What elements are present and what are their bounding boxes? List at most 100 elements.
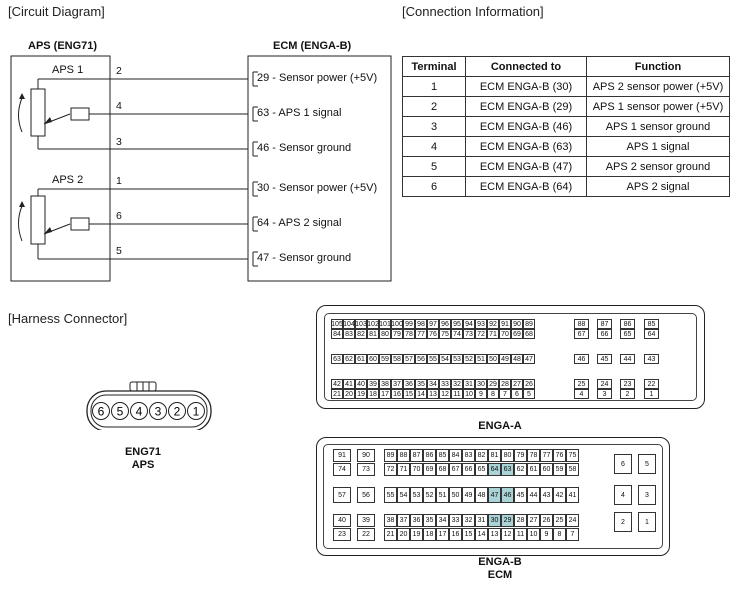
enga-a-pin-22: 22: [644, 379, 659, 389]
aps2-resistor: [70, 217, 90, 231]
col-function: Function: [586, 56, 730, 77]
eng71-pin-2: [168, 402, 186, 420]
enga-b-pin-81: 81: [488, 449, 501, 462]
ecm-line-29: 29 - Sensor power (+5V): [257, 72, 378, 84]
enga-a-pin-39: 39: [367, 379, 379, 389]
enga-b-row: 91: [333, 449, 351, 462]
enga-a-pin-3: 3: [597, 389, 612, 399]
enga-b-caption-name: ECM: [487, 569, 513, 581]
enga-b-pin-8: 8: [553, 528, 566, 541]
enga-b-pin-38: 38: [384, 514, 397, 527]
enga-b-pin-12: 12: [501, 528, 514, 541]
cell-function: APS 2 signal: [586, 176, 730, 197]
aps1-resistor: [70, 107, 90, 121]
enga-b-pin-61: 61: [527, 463, 540, 476]
circuit-diagram: [10, 55, 392, 282]
enga-b-pin-48: 48: [475, 487, 488, 503]
ecm-line-64: 64 - APS 2 signal: [257, 217, 342, 229]
enga-b-pin-64: 64: [488, 463, 501, 476]
enga-a-pin-54: 54: [439, 354, 451, 364]
enga-a-pin-91: 91: [499, 319, 511, 329]
enga-a-pin-47: 47: [523, 354, 535, 364]
aps1-arrowhead: [19, 93, 25, 99]
enga-a-pin-36: 36: [403, 379, 415, 389]
enga-b-row: 40: [333, 514, 351, 527]
enga-b-inner: [323, 444, 663, 549]
enga-b-pin-44: 44: [527, 487, 540, 503]
enga-a-pin-44: 44: [620, 354, 635, 364]
enga-a-pin-103: 103: [355, 319, 367, 329]
enga-a-row: 87: [597, 319, 612, 329]
enga-a-row: 64: [644, 329, 659, 339]
aps-pin-4: 4: [116, 100, 122, 112]
col-connected-to: Connected to: [465, 56, 587, 77]
enga-a-pin-82: 82: [355, 329, 367, 339]
enga-b-pin-42: 42: [553, 487, 566, 503]
enga-b-pin-37: 37: [397, 514, 410, 527]
enga-a-pin-79: 79: [391, 329, 403, 339]
enga-a-row: 25: [574, 379, 589, 389]
enga-b-pin-85: 85: [436, 449, 449, 462]
cell-connected-to: ECM ENGA-B (29): [465, 96, 587, 117]
enga-a-row: 67: [574, 329, 589, 339]
enga-b-pin-60: 60: [540, 463, 553, 476]
enga-a-pin-53: 53: [451, 354, 463, 364]
enga-b-pin-32: 32: [462, 514, 475, 527]
enga-a-pin-93: 93: [475, 319, 487, 329]
enga-b-pin-43: 43: [540, 487, 553, 503]
enga-a-pin-24: 24: [597, 379, 612, 389]
col-terminal: Terminal: [402, 56, 466, 77]
enga-a-pin-33: 33: [439, 379, 451, 389]
enga-a-row: 86: [620, 319, 635, 329]
enga-a-pin-87: 87: [597, 319, 612, 329]
harness-connector-title: [Harness Connector]: [8, 311, 128, 326]
enga-b-pin-78: 78: [527, 449, 540, 462]
aps-header: APS (ENG71): [28, 40, 98, 52]
cell-terminal: 1: [402, 76, 466, 97]
eng71-pin-label: 6: [98, 405, 105, 419]
enga-a-pin-72: 72: [475, 329, 487, 339]
enga-a-inner: [324, 313, 697, 401]
enga-a-row: 1: [644, 389, 659, 399]
enga-a-pin-8: 8: [487, 389, 499, 399]
enga-b-pin-68: 68: [436, 463, 449, 476]
cell-connected-to: ECM ENGA-B (64): [465, 176, 587, 197]
cell-connected-to: ECM ENGA-B (46): [465, 116, 587, 137]
ecm-line-63: 63 - APS 1 signal: [257, 107, 342, 119]
enga-b-pin-29: 29: [501, 514, 514, 527]
enga-a-row: 2: [620, 389, 635, 399]
enga-a-pin-88: 88: [574, 319, 589, 329]
enga-a-pin-32: 32: [451, 379, 463, 389]
enga-a-pin-42: 42: [331, 379, 343, 389]
cell-terminal: 3: [402, 116, 466, 137]
enga-a-pin-94: 94: [463, 319, 475, 329]
enga-b-pin-79: 79: [514, 449, 527, 462]
enga-a-row: 66: [597, 329, 612, 339]
enga-b-pin-27: 27: [527, 514, 540, 527]
enga-a-pin-27: 27: [511, 379, 523, 389]
enga-a-pin-49: 49: [499, 354, 511, 364]
enga-a-pin-11: 11: [451, 389, 463, 399]
enga-b-pin-74: 74: [333, 463, 351, 476]
cell-function: APS 2 sensor ground: [586, 156, 730, 177]
enga-a-pin-59: 59: [379, 354, 391, 364]
enga-a-row: 85: [644, 319, 659, 329]
enga-a-pin-95: 95: [451, 319, 463, 329]
enga-b-row: 56: [357, 487, 375, 503]
enga-a-pin-19: 19: [355, 389, 367, 399]
enga-a-pin-69: 69: [511, 329, 523, 339]
enga-a-pin-86: 86: [620, 319, 635, 329]
enga-a-pin-80: 80: [379, 329, 391, 339]
enga-b-pin-62: 62: [514, 463, 527, 476]
enga-a-pin-30: 30: [475, 379, 487, 389]
enga-b-pin-52: 52: [423, 487, 436, 503]
